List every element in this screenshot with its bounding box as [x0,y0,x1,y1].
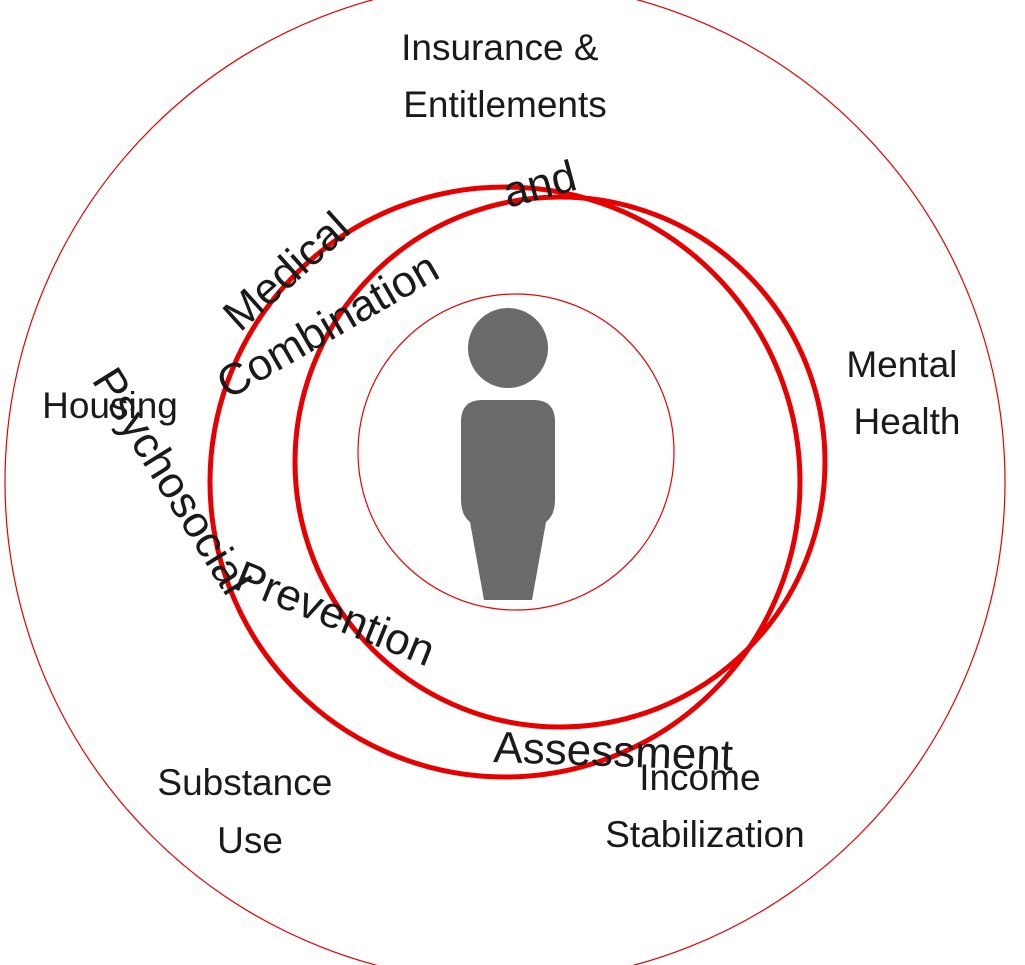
outer-ring [4,0,1006,965]
person-icon [461,308,555,600]
and-label: and [498,151,582,217]
inner-ring [357,293,675,611]
medical-ring [207,184,803,780]
mental-health-label: Mental Health [846,344,967,442]
prevention-ring [292,194,828,730]
insurance-label: Insurance & Entitlements [401,27,609,125]
income-stabilization-label: Income Stabilization [605,757,805,855]
prevention-label: Prevention [228,552,441,676]
substance-use-label: Substance Use [157,762,342,861]
assessment-label: Assessment [493,723,734,780]
housing-label: Housing [42,385,178,426]
